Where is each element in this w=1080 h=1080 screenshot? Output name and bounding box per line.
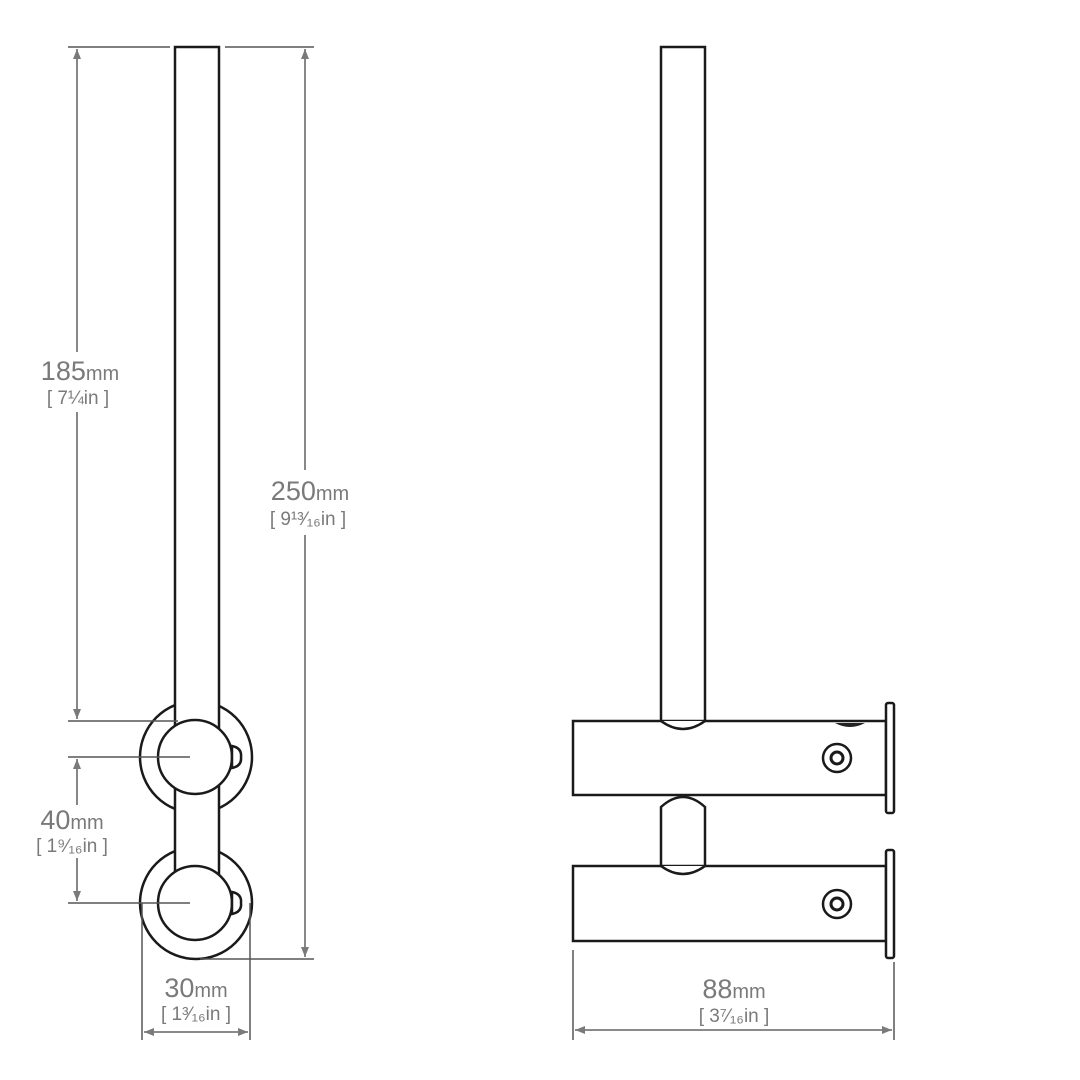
dimension-unit: mm <box>86 363 119 385</box>
dimension-88: 88mm [ 3⁷⁄₁₆in ] <box>572 950 895 1040</box>
lower-wall-plate <box>884 848 896 960</box>
connector-rod <box>659 795 707 875</box>
rod-intersection <box>660 719 706 731</box>
dimension-unit: mm <box>194 980 227 1002</box>
svg-text:40mm: 40mm <box>40 805 103 835</box>
svg-text:88mm: 88mm <box>702 974 765 1004</box>
dimension-imperial: [ 1³⁄₁₆in ] <box>161 1004 231 1025</box>
svg-text:185mm: 185mm <box>41 356 119 386</box>
dimension-value: 250 <box>271 476 316 506</box>
dimension-40: 40mm [ 1⁹⁄₁₆in ] <box>36 759 108 901</box>
dimension-imperial: [ 3⁷⁄₁₆in ] <box>699 1006 770 1027</box>
dimension-value: 185 <box>41 356 86 386</box>
upper-wall-plate <box>884 701 896 815</box>
dimension-unit: mm <box>70 812 103 834</box>
vertical-rod <box>173 45 221 749</box>
svg-text:250mm: 250mm <box>271 476 349 506</box>
dimension-imperial: [ 1⁹⁄₁₆in ] <box>36 836 108 857</box>
upper-set-screw <box>230 744 243 770</box>
side-view <box>571 45 896 960</box>
upper-screw-head <box>835 723 865 727</box>
dimension-unit: mm <box>316 483 349 505</box>
dimension-unit: mm <box>732 981 765 1003</box>
dimension-imperial: [ 7¼in ] <box>47 388 109 409</box>
front-view <box>138 45 254 961</box>
dimension-value: 30 <box>164 973 194 1003</box>
dimension-30: 30mm [ 1³⁄₁₆in ] <box>144 973 248 1036</box>
extension-lines <box>68 46 314 1040</box>
dimension-value: 40 <box>40 805 70 835</box>
rod-intersection <box>660 864 706 876</box>
dimension-value: 88 <box>702 974 732 1004</box>
vertical-rod <box>659 45 707 725</box>
svg-text:30mm: 30mm <box>164 973 227 1003</box>
dimension-185: 185mm [ 7¼in ] <box>41 49 119 719</box>
dimension-250: 250mm [ 9¹³⁄₁₆in ] <box>270 49 349 957</box>
dimension-imperial: [ 9¹³⁄₁₆in ] <box>270 509 346 530</box>
lower-set-screw <box>230 890 243 916</box>
